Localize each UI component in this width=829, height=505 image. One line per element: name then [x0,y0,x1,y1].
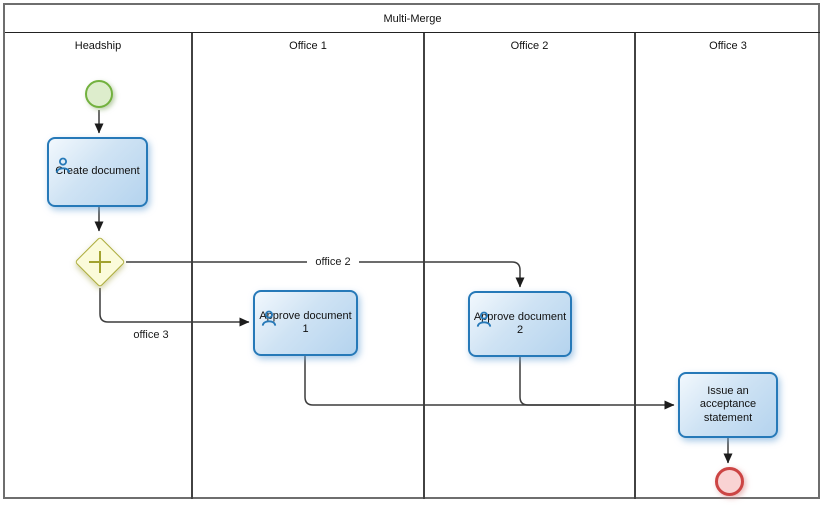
task-label: Approve document 1 [259,309,352,335]
flow-gateway-to-approve1-office3[interactable] [99,288,250,327]
flow-approve2-to-issue[interactable] [519,357,600,406]
lane-label-office-1: Office 1 [289,40,327,52]
task-issue-acceptance-statement[interactable]: Issue an acceptance statement [678,372,778,438]
end-event[interactable] [715,467,744,496]
flow-approve1-to-issue[interactable] [304,356,675,410]
start-event[interactable] [85,80,113,108]
edge-label-office-3: office 3 [126,329,176,342]
user-task-person-icon [55,144,71,174]
edge-label-office-2: office 2 [307,256,359,269]
task-label: Approve document 2 [473,310,567,336]
user-task-person-icon [476,298,492,328]
pool-title: Multi-Merge [5,5,820,33]
lane-divider [634,33,636,499]
lane-label-headship: Headship [74,40,122,52]
lane-divider [191,33,193,499]
task-label: Issue an acceptance statement [699,385,757,424]
task-approve-document-2[interactable]: Approve document 2 [468,291,572,357]
pool-border [3,3,820,499]
lane-label-office-3: Office 3 [709,40,747,52]
lane-divider [423,33,425,499]
task-label: Create document [55,165,140,178]
task-create-document[interactable]: Create document [47,137,148,207]
lane-label-office-2: Office 2 [510,40,549,52]
plus-icon [83,245,117,279]
task-approve-document-1[interactable]: Approve document 1 [253,290,358,356]
user-task-person-icon [261,297,277,327]
flow-gateway-to-approve2-office2[interactable] [126,261,525,288]
